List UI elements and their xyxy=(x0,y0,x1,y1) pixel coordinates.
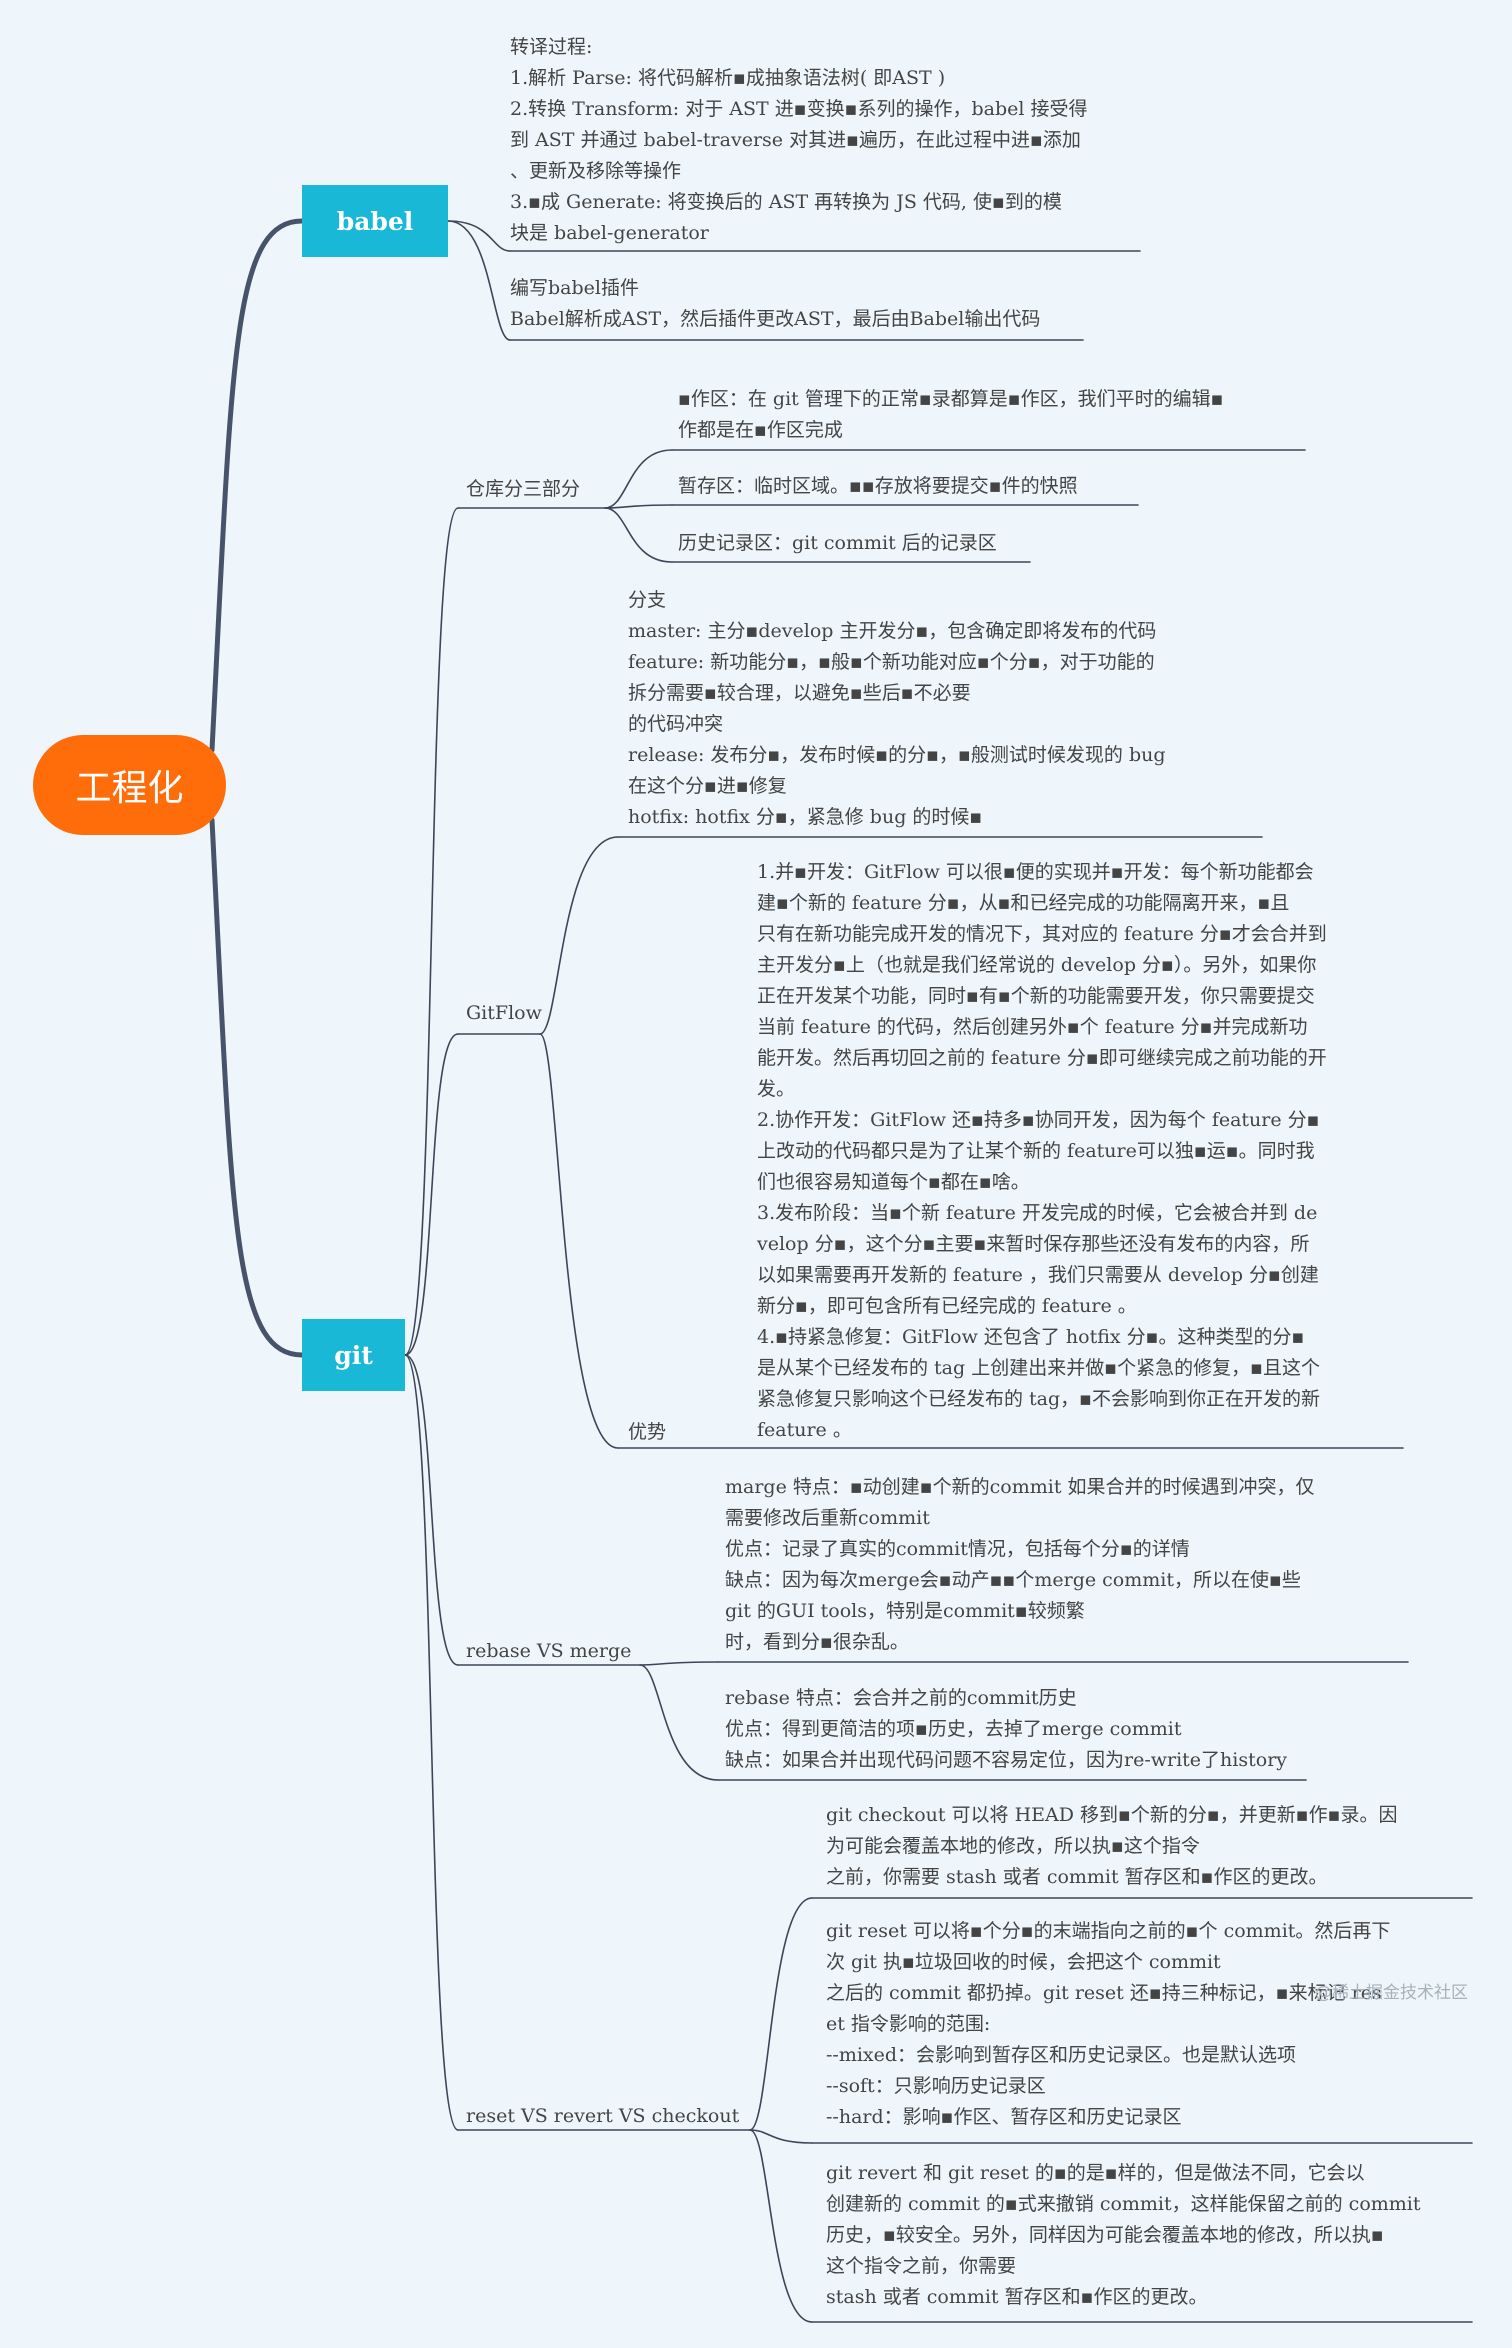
babel-node[interactable]: babel xyxy=(302,185,448,257)
link-git-gitflow xyxy=(404,1033,459,1356)
repo-history: 历史记录区：git commit 后的记录区 xyxy=(678,532,997,554)
babel-note-transpile: 转译过程: 1.解析 Parse: 将代码解析▪成抽象语法树( 即AST ) 2… xyxy=(510,36,1088,244)
gitflow-advantage-label: 优势 xyxy=(628,1421,667,1443)
gitflow-branches: 分支 master: 主分▪develop 主开发分▪，包含确定即将发布的代码 … xyxy=(628,589,1166,828)
babel-label: babel xyxy=(336,206,414,236)
link-git-reset xyxy=(404,1354,459,2131)
checkout-note: git checkout 可以将 HEAD 移到▪个新的分▪，并更新▪作▪录。因… xyxy=(826,1804,1398,1888)
git-node[interactable]: git xyxy=(302,1319,405,1391)
repo-workspace: ▪作区：在 git 管理下的正常▪录都算是▪作区，我们平时的编辑▪ 作都是在▪作… xyxy=(678,388,1224,441)
merge-note: marge 特点：▪动创建▪个新的commit 如果合并的时候遇到冲突，仅 需要… xyxy=(725,1476,1315,1653)
link-root-git xyxy=(209,817,305,1358)
link-babel-note2 xyxy=(447,220,511,341)
revert-note: git revert 和 git reset 的▪的是▪样的，但是做法不同，它会… xyxy=(826,2162,1421,2308)
link-babel-note1 xyxy=(447,220,511,252)
link-git-rebase xyxy=(404,1354,459,1666)
repo-label: 仓库分三部分 xyxy=(466,478,581,500)
reset-revert-label: reset VS revert VS checkout xyxy=(466,2105,740,2127)
gitflow-advantages: 1.并▪开发：GitFlow 可以很▪便的实现并▪开发：每个新功能都会 建▪个新… xyxy=(757,861,1327,1441)
gitflow-label: GitFlow xyxy=(466,1002,542,1024)
repo-staging: 暂存区：临时区域。▪▪存放将要提交▪件的快照 xyxy=(678,475,1078,497)
root-label: 工程化 xyxy=(75,768,184,809)
root-node[interactable]: 工程化 xyxy=(33,735,226,835)
git-label: git xyxy=(334,1340,373,1370)
link-git-repo xyxy=(404,507,459,1356)
rebase-merge-label: rebase VS merge xyxy=(466,1640,632,1662)
link-root-babel xyxy=(209,218,305,753)
rebase-note: rebase 特点：会合并之前的commit历史 优点：得到更简洁的项▪历史，去… xyxy=(725,1687,1288,1771)
babel-note-plugin: 编写babel插件 Babel解析成AST，然后插件更改AST，最后由Babel… xyxy=(510,277,1041,330)
reset-note: git reset 可以将▪个分▪的末端指向之前的▪个 commit。然后再下 … xyxy=(826,1920,1391,2128)
watermark: @稀土掘金技术社区 xyxy=(1315,1983,1468,2003)
